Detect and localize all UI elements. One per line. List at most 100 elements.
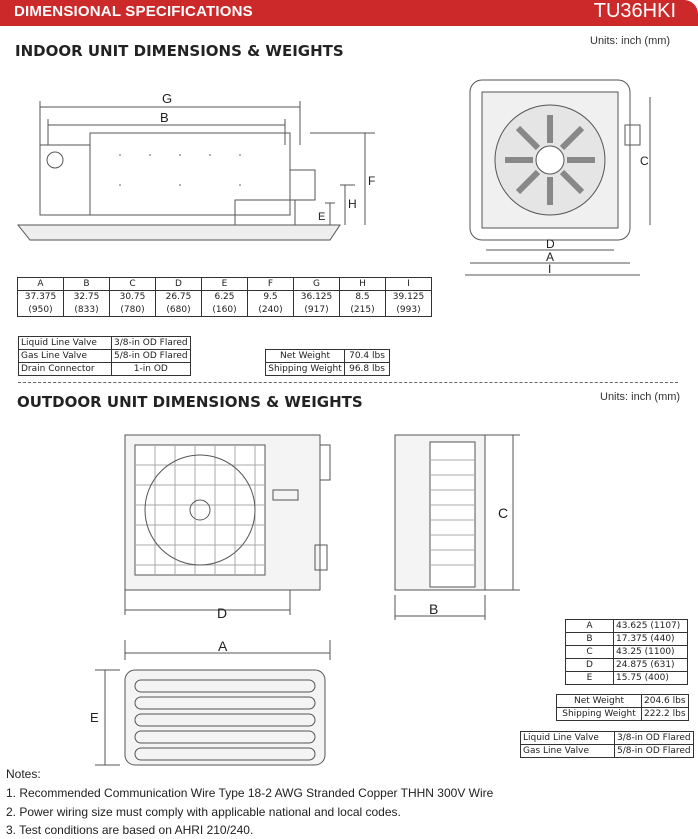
inch-cell: 6.25 <box>201 290 248 304</box>
mm-cell: (215) <box>339 303 386 317</box>
mm-cell: (680) <box>155 303 202 317</box>
dim-value: 43.25 (1100) <box>613 645 688 659</box>
dim-letter: D <box>565 658 614 672</box>
dim-label-f: F <box>368 174 375 188</box>
inch-cell: 39.125 <box>385 290 432 304</box>
note-item: 1. Recommended Communication Wire Type 1… <box>6 786 494 800</box>
header-cell: A <box>17 277 64 291</box>
outdoor-front-drawing: D <box>124 434 331 621</box>
connection-value: 1-in OD <box>111 362 191 376</box>
outdoor-top-drawing: A E <box>90 638 331 766</box>
header-cell: D <box>155 277 202 291</box>
header-cell: E <box>201 277 248 291</box>
weight-label: Net Weight <box>556 694 642 708</box>
section-divider <box>18 382 678 383</box>
dim-label-d: D <box>546 237 555 251</box>
inch-cell: 37.375 <box>17 290 64 304</box>
header-cell: F <box>247 277 294 291</box>
connection-label: Liquid Line Valve <box>18 336 112 350</box>
header-cell: I <box>385 277 432 291</box>
dim-label-b: B <box>429 601 438 617</box>
dim-value: 24.875 (631) <box>613 658 688 672</box>
connection-value: 3/8-in OD Flared <box>111 336 191 350</box>
mm-cell: (993) <box>385 303 432 317</box>
weight-label: Net Weight <box>265 349 345 363</box>
outdoor-side-drawing: C B <box>394 434 520 620</box>
connection-value: 5/8-in OD Flared <box>614 744 694 758</box>
mm-cell: (833) <box>63 303 110 317</box>
dim-label-g: G <box>162 91 172 106</box>
indoor-bottom-drawing: D A I C <box>465 79 651 276</box>
inch-cell: 30.75 <box>109 290 156 304</box>
connection-label: Liquid Line Valve <box>520 731 615 745</box>
dim-letter: A <box>565 619 614 633</box>
note-item: 3. Test conditions are based on AHRI 210… <box>6 823 254 837</box>
dim-label-h: H <box>348 197 357 211</box>
dim-label-e: E <box>318 211 325 223</box>
mm-cell: (950) <box>17 303 64 317</box>
weight-value: 204.6 lbs <box>641 694 689 708</box>
header-bar <box>0 0 698 26</box>
inch-cell: 36.125 <box>293 290 340 304</box>
connection-label: Gas Line Valve <box>520 744 615 758</box>
dim-letter: E <box>565 671 614 685</box>
dim-label-b: B <box>160 110 169 125</box>
mm-cell: (240) <box>247 303 294 317</box>
table-row: (950)(833)(780)(680)(160)(240)(917)(215)… <box>17 303 432 317</box>
connection-value: 3/8-in OD Flared <box>614 731 694 745</box>
weight-label: Shipping Weight <box>265 362 345 376</box>
dim-value: 15.75 (400) <box>613 671 688 685</box>
connection-label: Drain Connector <box>18 362 112 376</box>
inch-cell: 9.5 <box>247 290 294 304</box>
dim-label-i: I <box>548 262 551 276</box>
mm-cell: (780) <box>109 303 156 317</box>
mm-cell: (917) <box>293 303 340 317</box>
dim-label-a: A <box>218 638 228 654</box>
outdoor-units-label: Units: inch (mm) <box>600 391 681 403</box>
model-number: TU36HKI <box>593 0 676 22</box>
inch-cell: 8.5 <box>339 290 386 304</box>
indoor-section-title: INDOOR UNIT DIMENSIONS & WEIGHTS <box>15 42 344 60</box>
indoor-side-drawing: G B F H E <box>16 91 375 241</box>
weight-value: 222.2 lbs <box>641 707 689 721</box>
dim-label-e: E <box>90 710 99 725</box>
connection-value: 5/8-in OD Flared <box>111 349 191 363</box>
mm-cell: (160) <box>201 303 248 317</box>
dim-letter: C <box>565 645 614 659</box>
note-item: 2. Power wiring size must comply with ap… <box>6 805 401 819</box>
header-cell: H <box>339 277 386 291</box>
header-cell: C <box>109 277 156 291</box>
weight-value: 70.4 lbs <box>344 349 390 363</box>
dim-letter: B <box>565 632 614 646</box>
dim-value: 43.625 (1107) <box>613 619 688 633</box>
page-title: DIMENSIONAL SPECIFICATIONS <box>14 3 253 20</box>
weight-label: Shipping Weight <box>556 707 642 721</box>
dim-label-a: A <box>546 250 554 264</box>
connection-label: Gas Line Valve <box>18 349 112 363</box>
outdoor-section-title: OUTDOOR UNIT DIMENSIONS & WEIGHTS <box>17 393 363 411</box>
header-cell: B <box>63 277 110 291</box>
indoor-units-label: Units: inch (mm) <box>590 35 671 47</box>
dim-label-c: C <box>640 154 649 168</box>
inch-cell: 26.75 <box>155 290 202 304</box>
dim-label-c: C <box>498 505 508 521</box>
notes-title: Notes: <box>6 767 41 781</box>
